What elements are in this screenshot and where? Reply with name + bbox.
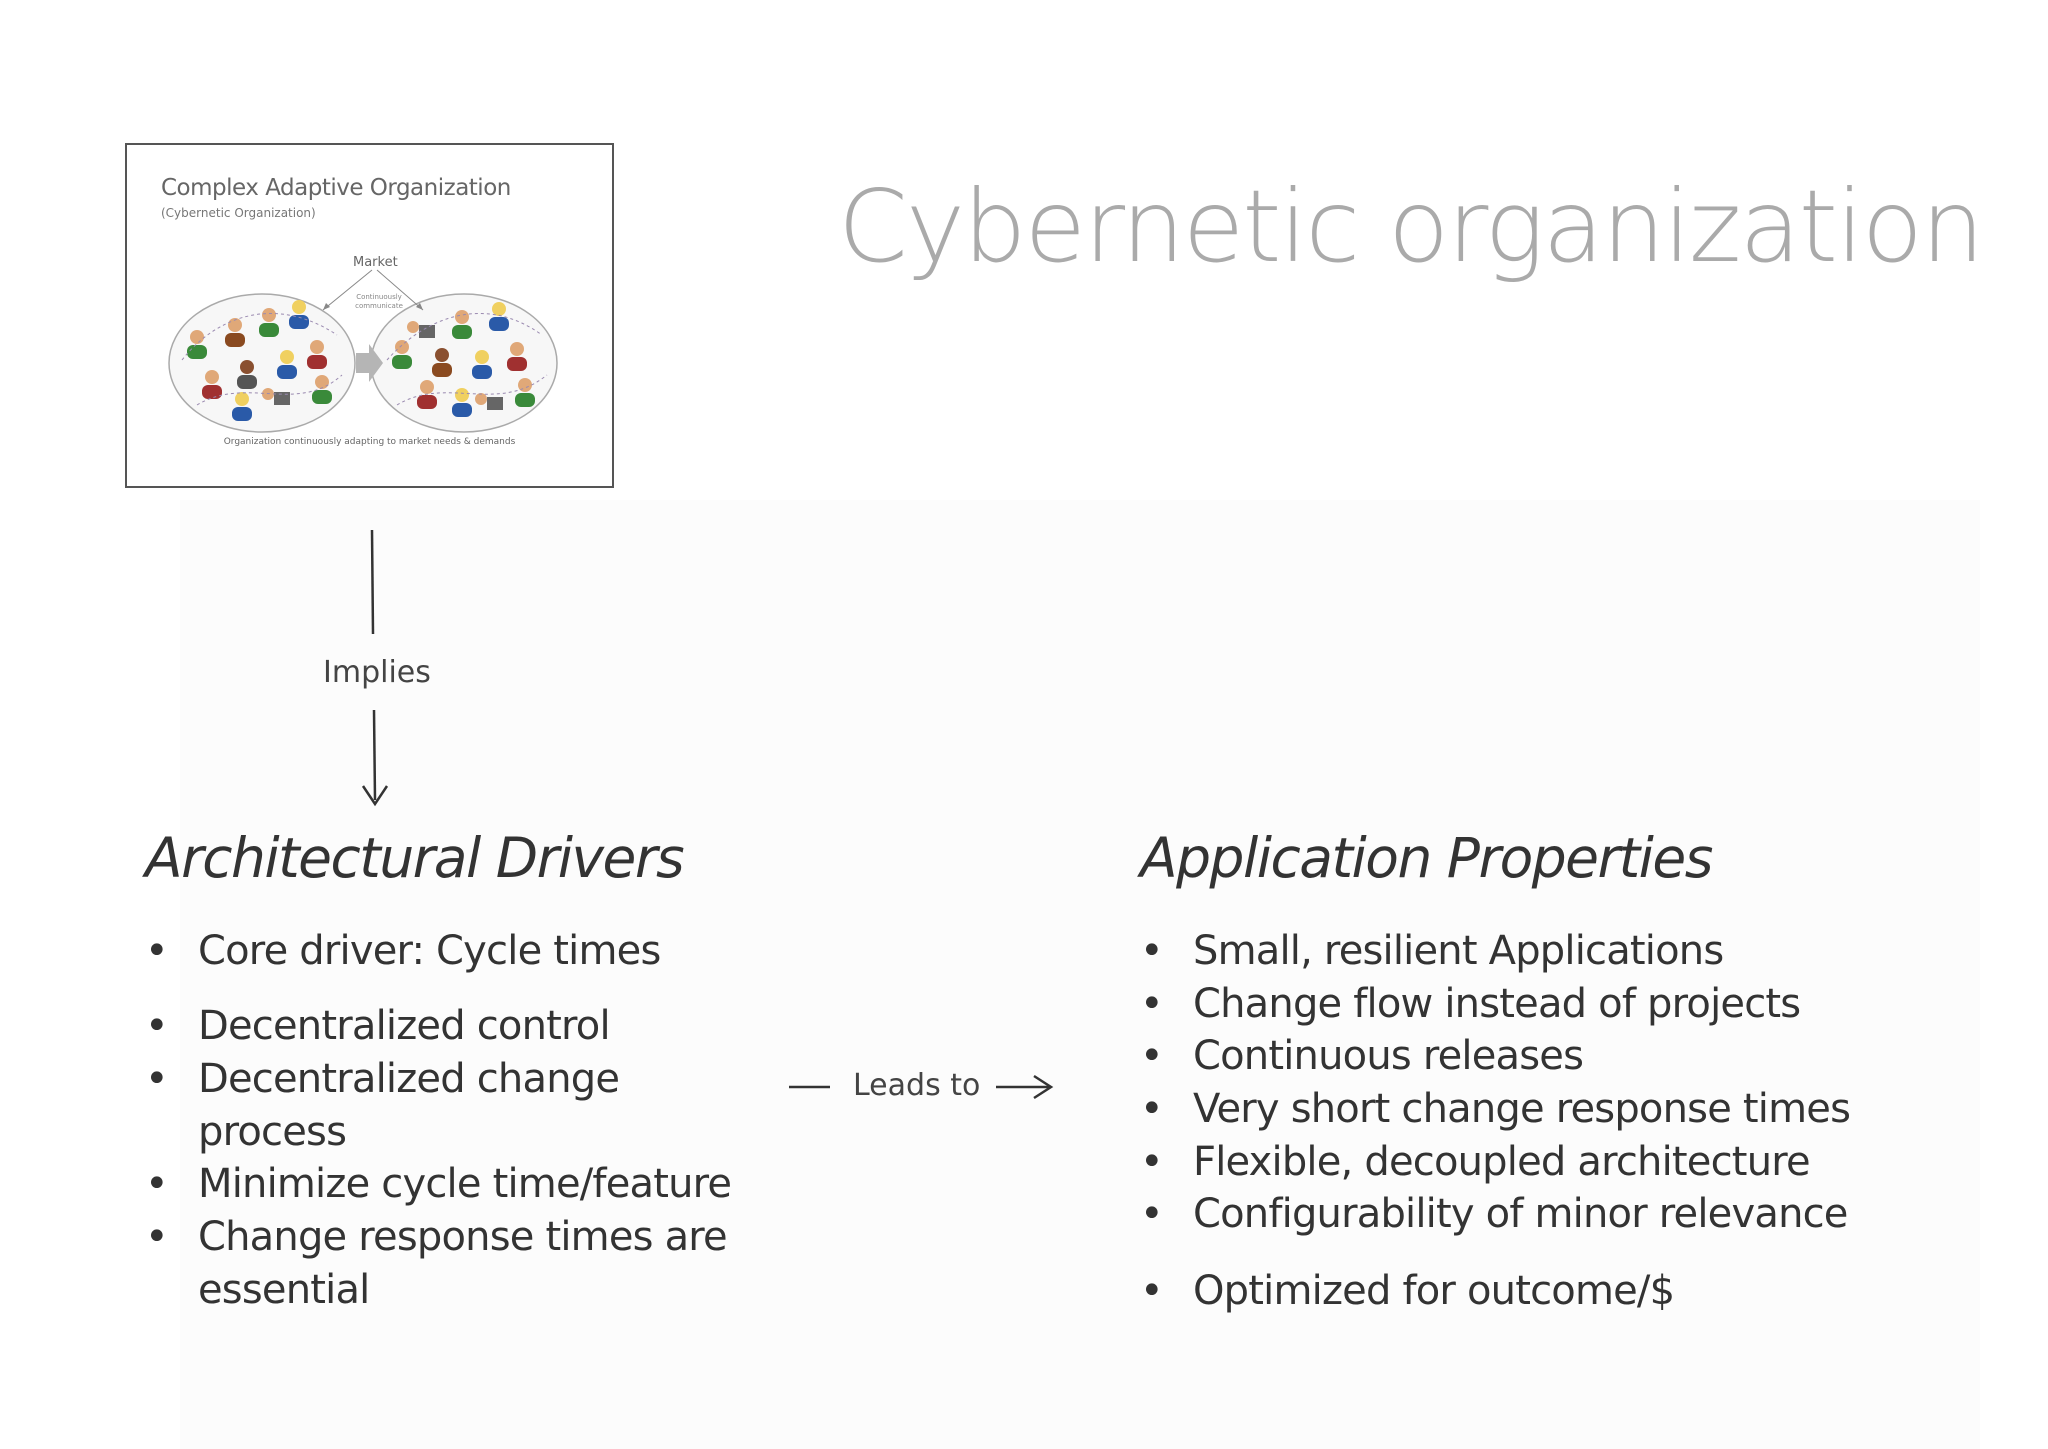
property-bullet: •Continuous releases bbox=[1140, 1033, 1584, 1079]
driver-bullet: •Minimize cycle time/feature bbox=[145, 1161, 732, 1207]
page-title: Cybernetic organization bbox=[838, 168, 1984, 285]
implies-label: Implies bbox=[323, 655, 431, 690]
transition-arrow-icon bbox=[356, 344, 383, 382]
driver-bullet: •Change response times are essential bbox=[145, 1214, 728, 1313]
thumbnail-title: Complex Adaptive Organization bbox=[161, 175, 511, 201]
thumbnail-subtitle: (Cybernetic Organization) bbox=[161, 206, 316, 220]
property-bullet: •Very short change response times bbox=[1140, 1086, 1851, 1132]
property-bullet: •Flexible, decoupled architecture bbox=[1140, 1139, 1811, 1185]
property-bullet: •Change flow instead of projects bbox=[1140, 981, 1801, 1027]
market-link-right bbox=[376, 269, 424, 311]
slide-background bbox=[180, 500, 1980, 1449]
thumbnail-market-label: Market bbox=[353, 255, 398, 270]
leads-to-label: Leads to bbox=[853, 1068, 981, 1103]
people-icons-left bbox=[187, 300, 332, 421]
thumbnail-communicate-label: Continuously communicate bbox=[355, 293, 403, 310]
implies-line-top bbox=[370, 529, 375, 635]
down-arrow-icon bbox=[361, 785, 389, 807]
property-bullet: •Small, resilient Applications bbox=[1140, 928, 1724, 974]
people-icons-right bbox=[392, 302, 535, 417]
diagram-thumbnail: Complex Adaptive Organization (Cyberneti… bbox=[125, 143, 614, 488]
market-link-left bbox=[322, 269, 373, 311]
thumbnail-caption: Organization continuously adapting to ma… bbox=[223, 437, 516, 447]
property-bullet: •Optimized for outcome/$ bbox=[1140, 1268, 1675, 1314]
driver-bullet: •Decentralized control bbox=[145, 1003, 611, 1049]
thumbnail-illustration bbox=[168, 269, 558, 433]
architectural-drivers-heading: Architectural Drivers bbox=[145, 826, 685, 890]
application-properties-heading: Application Properties bbox=[1140, 826, 1713, 890]
driver-bullet: •Decentralized change process bbox=[145, 1056, 620, 1155]
implies-line-bottom bbox=[372, 709, 377, 801]
driver-bullet: •Core driver: Cycle times bbox=[145, 928, 661, 974]
property-bullet: •Configurability of minor relevance bbox=[1140, 1191, 1848, 1237]
right-arrow-icon bbox=[1033, 1074, 1054, 1100]
